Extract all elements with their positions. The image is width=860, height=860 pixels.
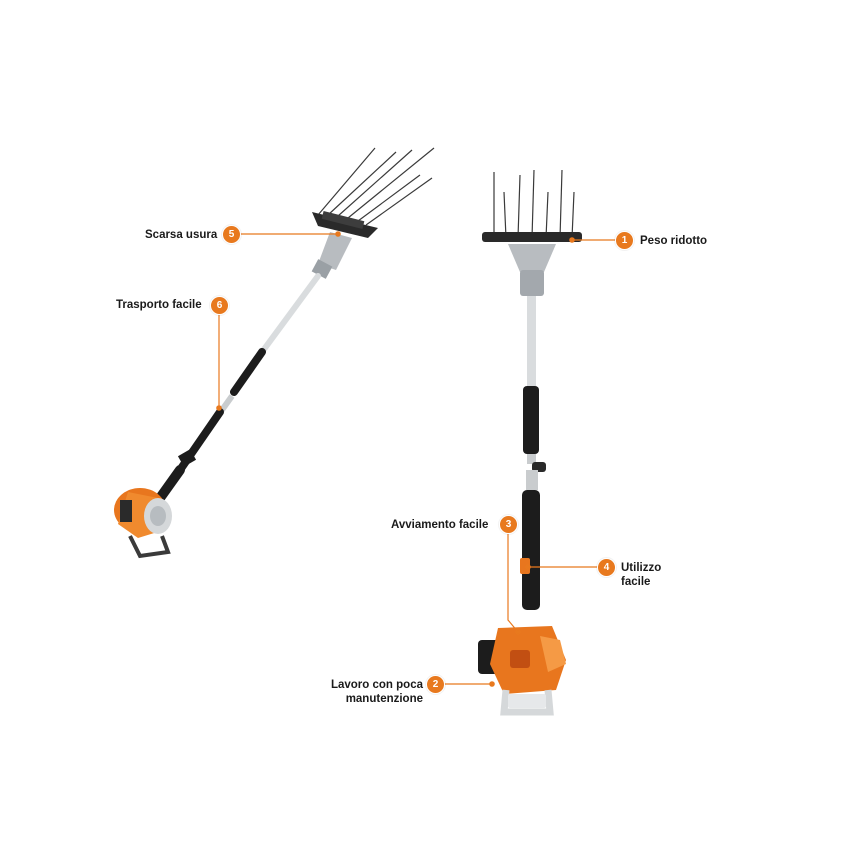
upright-harvester-tines	[493, 169, 575, 239]
tilted-harvester-engine	[114, 488, 172, 559]
callout-badge-2: 2	[426, 675, 445, 694]
tilted-harvester-gearbox	[318, 232, 352, 270]
callout-label-6: Trasporto facile	[116, 299, 202, 311]
upright-harvester-grip	[523, 386, 539, 454]
callout-badge-5: 5	[222, 225, 241, 244]
callout-label-3: Avviamento facile	[391, 519, 489, 531]
upright-harvester-engine	[478, 626, 566, 716]
tilted-harvester-tines	[317, 147, 435, 226]
callout-label-2: Lavoro con poca manutenzione	[330, 679, 423, 705]
callout-badge-4: 4	[597, 558, 616, 577]
tilted-harvester	[114, 147, 435, 559]
callout-badge-3: 3	[499, 515, 518, 534]
tilted-harvester-shaft	[259, 273, 321, 355]
tilted-harvester-grip	[230, 348, 266, 396]
upright-harvester-shaft	[527, 296, 536, 386]
upright-harvester	[478, 169, 582, 716]
callout-badge-1: 1	[615, 231, 634, 250]
upright-harvester-gearbox	[508, 244, 556, 272]
callout-label-4: Utilizzo facile	[621, 562, 662, 588]
callout-label-1: Peso ridotto	[640, 235, 708, 247]
leader-line-3	[507, 534, 519, 633]
callout-label-5: Scarsa usura	[145, 229, 218, 241]
upright-harvester-comb-head	[482, 232, 582, 242]
callout-badge-6: 6	[210, 296, 229, 315]
callout-leader-lines	[216, 231, 616, 687]
